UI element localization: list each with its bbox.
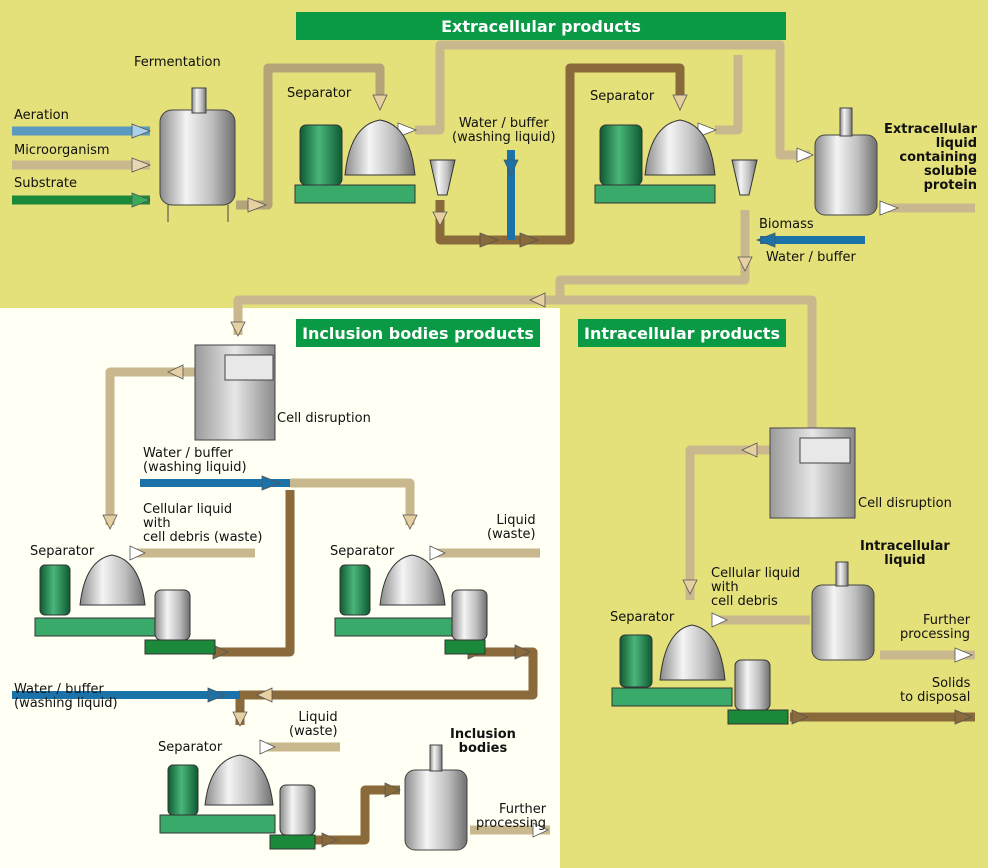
label-water-buffer-right: Water / buffer [766, 250, 856, 265]
label-wash-water-mid: Water / buffer (washing liquid) [143, 446, 247, 475]
label-inclusion-bodies: Inclusion bodies [450, 727, 516, 756]
label-wash-water-low: Water / buffer (washing liquid) [14, 682, 118, 711]
separator-unit-5 [159, 754, 316, 850]
label-separator-6: Separator [610, 610, 675, 625]
homogenizer-right [769, 427, 856, 519]
label-further-processing-2: Further processing [900, 613, 971, 642]
label-substrate: Substrate [14, 176, 78, 191]
label-separator-4: Separator [330, 544, 395, 559]
label-liquid-waste-2: Liquid (waste) [289, 710, 338, 739]
banner-inclusion: Inclusion bodies products [296, 319, 540, 347]
label-cell-disruption-left: Cell disruption [277, 411, 371, 426]
label-further-processing-1: Further processing [476, 802, 547, 831]
homogenizer-left [194, 344, 276, 441]
separator-unit-3 [34, 554, 216, 655]
banner-intracellular: Intracellular products [578, 319, 786, 347]
label-separator-5: Separator [158, 740, 223, 755]
label-cellular-liquid-debris: Cellular liquid with cell debris [711, 566, 801, 609]
fermenter-inclusion [404, 744, 468, 851]
label-fermentation: Fermentation [134, 55, 221, 70]
fermenter-top [159, 87, 236, 222]
label-extracellular-liquid: Extracellular liquid containing soluble … [884, 122, 977, 193]
label-separator-2: Separator [590, 89, 655, 104]
label-wash-water-top: Water / buffer (washing liquid) [452, 116, 556, 145]
intracellular-region [560, 308, 988, 868]
separator-unit-2 [594, 119, 758, 204]
label-solids-disposal: Solids to disposal [900, 676, 971, 705]
fermenter-intracellular [811, 561, 875, 661]
label-separator-3: Separator [30, 544, 95, 559]
label-intracellular-liquid: Intracellular liquid [860, 539, 950, 568]
banner-extracellular: Extracellular products [296, 12, 786, 40]
separator-unit-4 [334, 554, 488, 655]
label-aeration: Aeration [14, 108, 69, 123]
label-liquid-waste-1: Liquid (waste) [487, 513, 536, 542]
label-biomass: Biomass [759, 217, 814, 232]
label-separator-1: Separator [287, 86, 352, 101]
fermenter-right [814, 107, 878, 216]
label-microorganism: Microorganism [14, 143, 110, 158]
label-cell-disruption-right: Cell disruption [858, 496, 952, 511]
separator-unit-6 [611, 624, 789, 725]
separator-unit-1 [294, 119, 456, 204]
label-cellular-liquid-waste: Cellular liquid with cell debris (waste) [143, 502, 263, 545]
